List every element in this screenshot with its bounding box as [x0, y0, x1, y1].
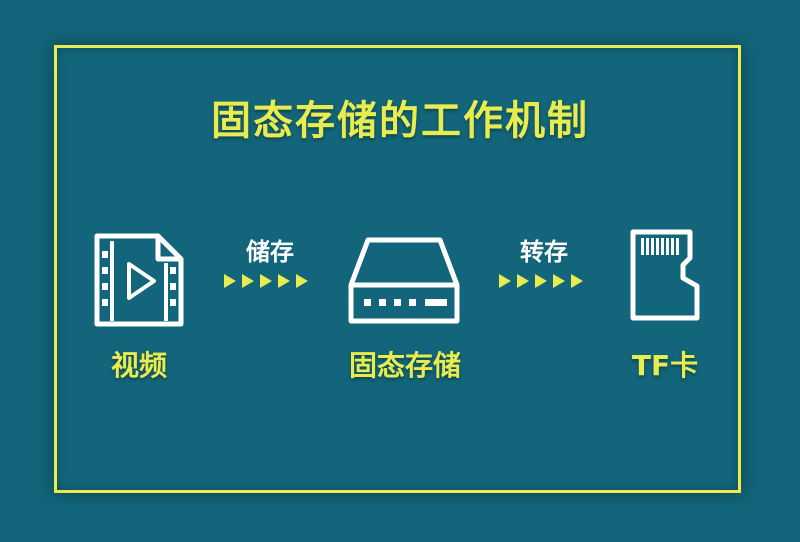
yellow-border-frame — [54, 45, 741, 493]
diagram-title: 固态存储的工作机制 — [211, 98, 589, 144]
tf-card-icon — [630, 229, 700, 321]
node-label-ssd: 固态存储 — [348, 349, 461, 382]
arrow-transfer-right-icon — [499, 274, 583, 288]
edge-label-transfer: 转存 — [520, 238, 568, 266]
video-file-icon — [94, 233, 184, 327]
node-label-video: 视频 — [110, 349, 167, 382]
edge-label-store: 储存 — [246, 238, 294, 266]
arrow-store-right-icon — [224, 274, 308, 288]
node-label-tf: TF卡 — [631, 349, 699, 382]
ssd-drive-icon — [348, 237, 460, 324]
